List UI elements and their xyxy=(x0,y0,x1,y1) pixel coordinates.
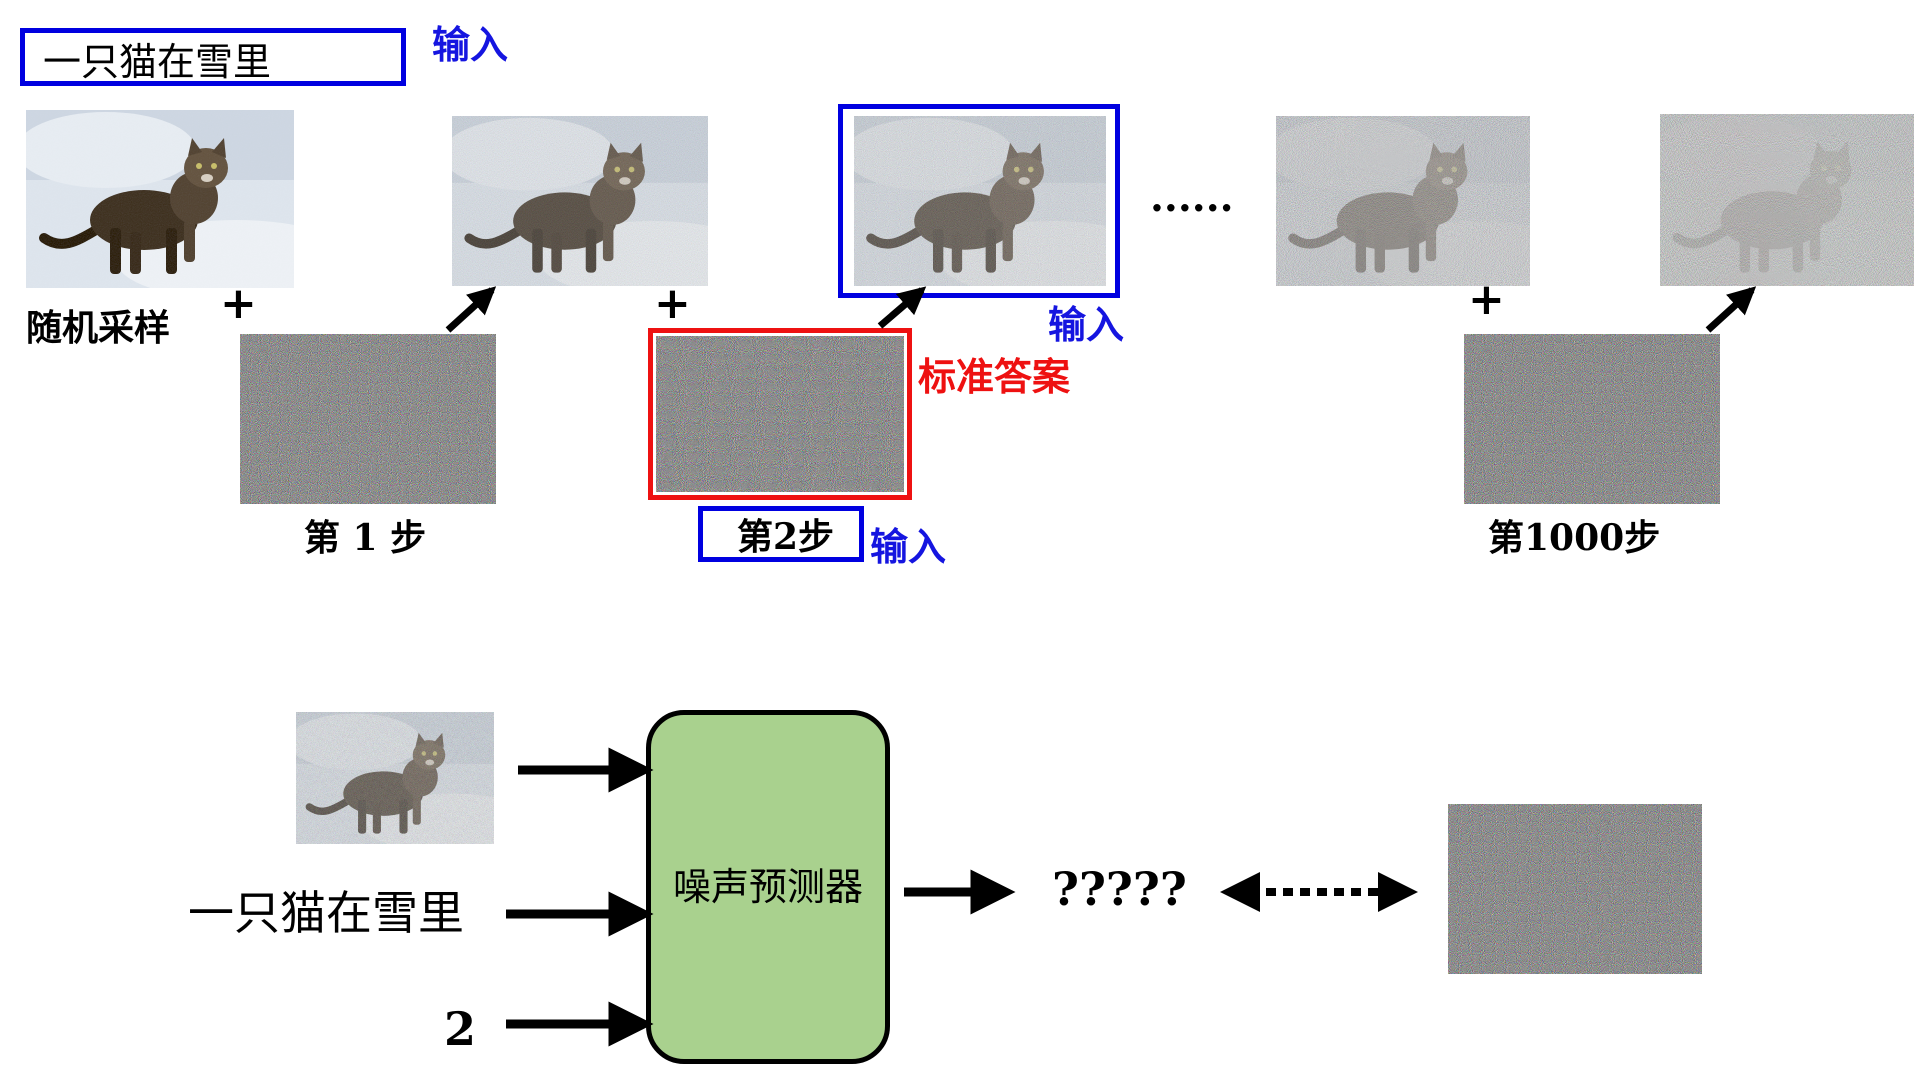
clean-cat-image xyxy=(26,110,294,288)
plus-sign-1: + xyxy=(220,278,257,329)
noise-predictor-block: 噪声预测器 xyxy=(646,710,890,1064)
step-1-label: 第 1 步 xyxy=(304,517,427,559)
predictor-input-image xyxy=(296,712,494,844)
noise-step1-image xyxy=(240,334,496,504)
prompt-box: 一只猫在雪里 xyxy=(20,28,406,86)
plus-sign-3: + xyxy=(1468,274,1505,325)
step2-image-input-label: 输入 xyxy=(1048,302,1125,347)
predictor-output: ????? xyxy=(1052,862,1187,916)
predictor-step-input: 2 xyxy=(444,1002,477,1056)
ground-truth-label: 标准答案 xyxy=(918,354,1071,399)
prompt-text: 一只猫在雪里 xyxy=(43,40,272,84)
step-1000-label: 第1000步 xyxy=(1488,517,1661,559)
random-sample-label: 随机采样 xyxy=(26,307,171,349)
step2-number-input-label: 输入 xyxy=(870,524,947,569)
step-2-label: 第2步 xyxy=(737,516,835,558)
ground-truth-noise-box xyxy=(648,328,912,500)
noisy-cat-step1-image xyxy=(452,116,708,286)
noisy-cat-late-image xyxy=(1276,116,1530,286)
arrow-step1000 xyxy=(1705,286,1757,333)
target-noise-image xyxy=(1448,804,1702,974)
noise-step1000-image xyxy=(1464,334,1720,504)
step2-input-image-box xyxy=(838,104,1120,298)
step2-label-box: 第2步 xyxy=(698,506,864,562)
pure-noise-step1000-image xyxy=(1660,114,1914,286)
prompt-input-label: 输入 xyxy=(432,22,509,67)
plus-sign-2: + xyxy=(654,278,691,329)
noisy-cat-step2-image xyxy=(854,116,1106,286)
noise-predictor-label: 噪声预测器 xyxy=(672,865,863,909)
predictor-text-input: 一只猫在雪里 xyxy=(188,886,464,940)
noise-step2-image xyxy=(656,336,904,492)
arrow-step1 xyxy=(445,286,497,333)
ellipsis: ...... xyxy=(1150,174,1234,221)
